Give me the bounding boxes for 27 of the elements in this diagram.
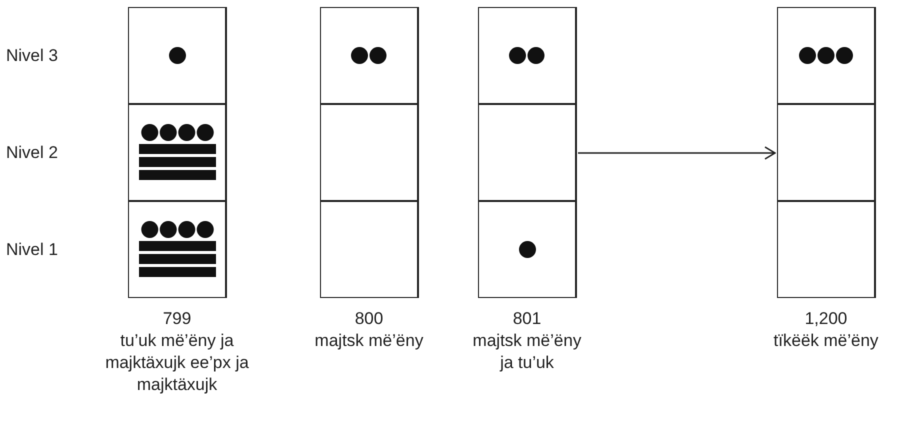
place-cell (478, 200, 576, 298)
level-label: Nivel 2 (6, 142, 58, 162)
word-caption: tu’uk më’ëny ja majktäxujk ee’px ja majktäxujk (104, 330, 250, 396)
number-caption: 800 (354, 308, 384, 330)
column-box (478, 7, 576, 298)
column-box (320, 7, 418, 298)
place-cell (320, 103, 418, 202)
word-caption: tïkëëk më’ëny (774, 330, 878, 352)
place-cell (128, 200, 226, 298)
number-caption: 1,200 (804, 308, 848, 330)
word-caption: majtsk më’ëny ja tu’uk (472, 330, 582, 374)
column-box (777, 7, 875, 298)
number-caption: 799 (162, 308, 192, 330)
place-cell (776, 6, 876, 105)
place-cell (128, 103, 226, 202)
place-cell (776, 103, 876, 202)
place-cell (320, 6, 418, 105)
place-cell (128, 6, 226, 105)
place-cell (776, 200, 876, 298)
number-caption: 801 (512, 308, 542, 330)
word-caption: majtsk më’ëny (314, 330, 424, 352)
column-box (128, 7, 226, 298)
place-cell (320, 200, 418, 298)
level-label: Nivel 1 (6, 240, 58, 260)
place-cell (478, 103, 576, 202)
level-label: Nivel 3 (6, 46, 58, 66)
place-cell (478, 6, 576, 105)
